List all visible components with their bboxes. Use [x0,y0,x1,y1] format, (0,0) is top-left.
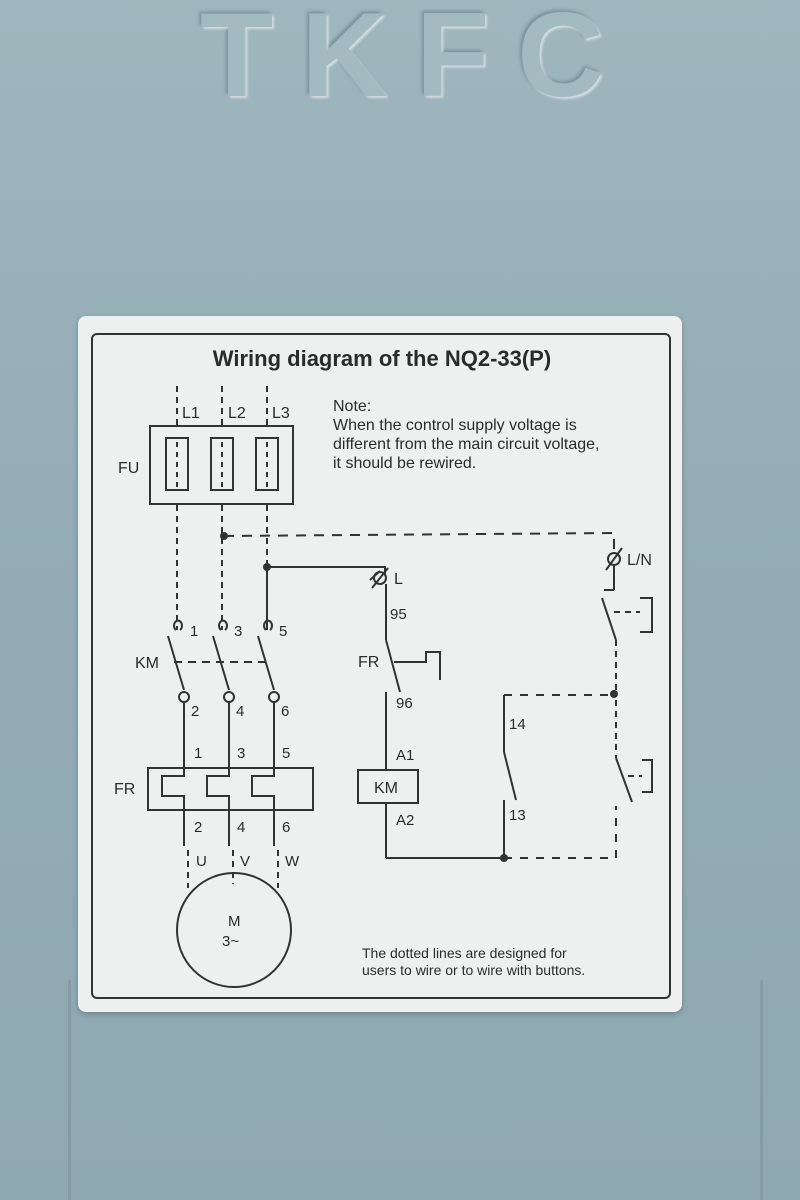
relay-top-5: 5 [282,745,290,762]
thermal-element-3 [251,768,275,810]
relay-bottom-6: 6 [282,819,290,836]
control-supply-L-line [267,566,386,574]
motor-label-m: M [228,913,241,930]
contact-bottom-4: 4 [236,703,244,720]
fr-contact-label: FR [358,654,379,671]
fuse-block [149,425,294,505]
fuse-label: FU [118,460,139,477]
panel-seam-left [68,980,71,1200]
aux-terminal-13: 13 [509,807,526,824]
contactor-label: KM [135,655,159,672]
wiring-label-sticker [78,316,682,1012]
phase-label-l3: L3 [272,405,290,422]
fr-terminal-95: 95 [390,606,407,623]
thermal-element-1 [161,768,185,810]
note-line-2: different from the main circuit voltage, [333,436,600,453]
stop-button-contact [601,597,617,641]
panel-seam-right [760,980,763,1200]
motor-symbol [176,872,292,988]
relay-label: FR [114,781,135,798]
fr-nc-contact [385,639,401,693]
contact-top-1: 1 [190,623,198,640]
aux-contact-wire-bottom [504,806,617,859]
motor-terminal-u: U [196,853,207,870]
coil-label: KM [374,780,398,797]
note-line-3: it should be rewired. [333,455,476,472]
relay-bottom-4: 4 [237,819,245,836]
control-label-l: L [394,571,403,588]
motor-terminal-w: W [285,853,300,870]
terminal-L [373,571,387,585]
fr-terminal-96: 96 [396,695,413,712]
fuse-2 [210,437,234,491]
coil-km [357,769,419,804]
control-label-ln: L/N [627,552,652,569]
fuse-1 [165,437,189,491]
label-border [91,333,671,999]
diagram-title: Wiring diagram of the NQ2-33(P) [213,346,551,371]
start-button-contact [615,757,633,803]
relay-top-3: 3 [237,745,245,762]
fuse-3 [255,437,279,491]
aux-contact [503,751,517,801]
footer-line-1: The dotted lines are designed for [362,945,567,961]
motor-label-phase: 3~ [222,933,239,950]
thermal-element-2 [206,768,230,810]
note-line-1: When the control supply voltage is [333,417,577,434]
relay-top-1: 1 [194,745,202,762]
thermal-relay-block [147,767,314,811]
contact-bottom-6: 6 [281,703,289,720]
coil-terminal-a2: A2 [396,812,414,829]
coil-terminal-a1: A1 [396,747,414,764]
contact-top-5: 5 [279,623,287,640]
relay-bottom-2: 2 [194,819,202,836]
phase-label-l2: L2 [228,405,246,422]
phase-input-lines [176,386,268,428]
contactor-main-contacts [167,619,280,703]
note-heading: Note: [333,398,371,415]
phase-label-l1: L1 [182,405,200,422]
motor-terminal-v: V [240,853,250,870]
fuse-to-contactor-lines [176,505,268,630]
contact-top-3: 3 [234,623,242,640]
footer-line-2: users to wire or to wire with buttons. [362,962,585,978]
aux-terminal-14: 14 [509,716,526,733]
terminal-LN [607,552,621,566]
control-dashed-top [223,531,615,550]
enclosure-embossed-logo: TKFC [200,0,632,122]
contact-bottom-2: 2 [191,703,199,720]
